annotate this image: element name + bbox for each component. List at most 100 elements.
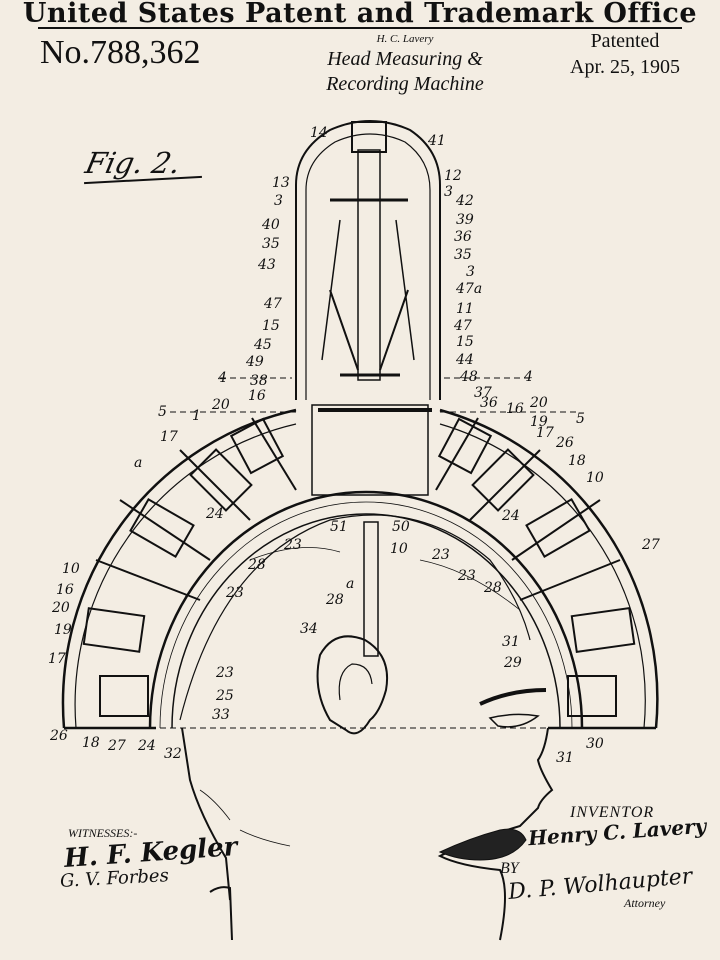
ref-10c: 10 — [62, 561, 80, 577]
ref-14: 14 — [310, 125, 328, 141]
ref-a1: a — [134, 455, 142, 471]
ref-11: 11 — [456, 301, 474, 317]
ref-3c: 3 — [466, 264, 475, 280]
office-heading: United States Patent and Trademark Offic… — [22, 0, 698, 29]
ref-27: 27 — [641, 537, 660, 553]
ref-a2: a — [346, 576, 354, 592]
ref-19a: 19 — [530, 414, 548, 430]
housing-inner-1 — [74, 423, 646, 729]
ref-17b: 17 — [536, 425, 554, 441]
title-line-2: Recording Machine — [326, 73, 484, 95]
collar — [209, 886, 233, 941]
ref-17c: 17 — [48, 651, 66, 667]
inventor-label: INVENTOR — [570, 804, 655, 821]
ref-33: 33 — [212, 707, 230, 723]
head-band-outer — [148, 490, 584, 729]
ref-12: 12 — [444, 168, 462, 184]
ref-4a: 4 — [217, 370, 227, 386]
ref-48: 48 — [459, 369, 478, 385]
ref-5a: 5 — [158, 404, 167, 420]
ref-42: 42 — [455, 193, 474, 209]
ref-31b: 31 — [556, 750, 574, 766]
central-shaft — [357, 149, 381, 381]
ref-24b: 24 — [501, 508, 520, 524]
ref-50: 50 — [392, 519, 410, 535]
ref-16a: 16 — [248, 388, 266, 404]
head-band-inner — [171, 513, 561, 729]
ref-23a: 23 — [283, 537, 302, 553]
inventor-name-small: H. C. Lavery — [376, 33, 434, 45]
patent-title-block: H. C. Lavery Head Measuring & Recording … — [300, 33, 510, 97]
housing-outer — [61, 408, 659, 729]
ref-10b: 10 — [390, 541, 408, 557]
ref-32: 32 — [164, 746, 182, 762]
eyebrow — [479, 688, 547, 706]
ref-23e: 23 — [215, 665, 234, 681]
ref-38: 38 — [250, 373, 268, 389]
ref-15b: 15 — [456, 334, 474, 350]
attorney-label: Attorney — [624, 896, 666, 910]
ref-34: 34 — [300, 621, 318, 637]
eye — [488, 713, 540, 728]
ref-44: 44 — [455, 352, 474, 368]
ref-20a: 20 — [211, 397, 230, 413]
ear — [316, 635, 388, 735]
ref-51: 51 — [330, 519, 348, 535]
ref-20c: 20 — [51, 600, 70, 616]
ref-18a: 18 — [568, 453, 586, 469]
ref-36b: 36 — [480, 395, 498, 411]
ref-49: 49 — [245, 354, 264, 370]
tower-cap — [351, 121, 387, 153]
ref-13: 13 — [272, 175, 290, 191]
ref-23b: 23 — [431, 547, 450, 563]
by-label: BY — [500, 860, 519, 877]
ref-35b: 35 — [454, 247, 472, 263]
patented-label: Patented — [590, 30, 660, 52]
patented-block: Patented Apr. 25, 1905 — [550, 28, 700, 80]
patent-number: No.788,362 — [40, 34, 201, 71]
ref-41: 41 — [427, 133, 446, 149]
ref-3a: 3 — [274, 193, 283, 209]
ref-40: 40 — [261, 217, 280, 233]
ref-31: 31 — [502, 634, 520, 650]
ref-28a: 28 — [247, 557, 266, 573]
ref-29: 29 — [503, 655, 522, 671]
ref-47b: 47 — [263, 296, 282, 312]
ref-37: 37 — [474, 385, 492, 401]
ref-19b: 19 — [54, 622, 72, 638]
tower-inner — [305, 133, 431, 400]
ref-28b: 28 — [483, 580, 502, 596]
ref-24a: 24 — [205, 506, 224, 522]
title-line-1: Head Measuring & — [327, 48, 483, 70]
tower-outer — [295, 120, 441, 400]
ref-3b: 3 — [444, 184, 453, 200]
ref-35a: 35 — [262, 236, 280, 252]
ref-26b: 26 — [49, 728, 68, 744]
heading-rule — [38, 27, 682, 29]
ref-28c: 28 — [325, 592, 344, 608]
ref-26a: 26 — [555, 435, 574, 451]
ref-43: 43 — [257, 257, 276, 273]
ref-16b: 16 — [506, 401, 524, 417]
ref-5b: 5 — [576, 411, 585, 427]
ref-20b: 20 — [529, 395, 548, 411]
head-profile — [181, 727, 231, 901]
ref-16c: 16 — [56, 582, 74, 598]
ref-17a: 17 — [160, 429, 178, 445]
ref-15a: 15 — [262, 318, 280, 334]
ref-27b: 27 — [107, 738, 126, 754]
ref-23c: 23 — [457, 568, 476, 584]
mustache — [438, 828, 527, 861]
face-profile — [437, 727, 554, 941]
ref-47c: 47 — [453, 318, 472, 334]
ref-45: 45 — [253, 337, 272, 353]
ref-18b: 18 — [82, 735, 100, 751]
ref-25: 25 — [215, 688, 234, 704]
patented-date: Apr. 25, 1905 — [570, 56, 680, 78]
ref-1: 1 — [192, 408, 201, 424]
ref-4b: 4 — [523, 369, 533, 385]
ref-23d: 23 — [225, 585, 244, 601]
ref-10a: 10 — [586, 470, 604, 486]
ref-47a: 47a — [455, 281, 482, 297]
